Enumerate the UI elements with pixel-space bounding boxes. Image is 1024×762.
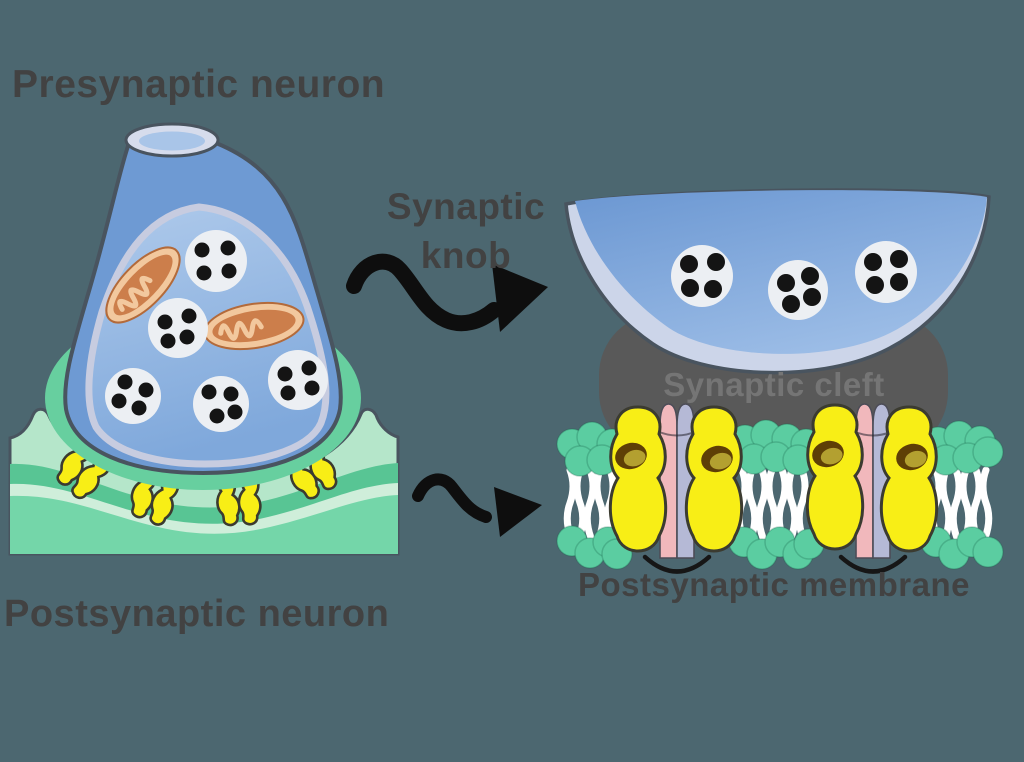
- synaptic-vesicle: [268, 350, 328, 410]
- synaptic-vesicle: [768, 260, 828, 320]
- knob-mouth-opening: [139, 131, 205, 151]
- channel-under-arc: [642, 554, 712, 574]
- receptor-binding-site: [812, 440, 844, 468]
- receptor-protein: [608, 405, 668, 553]
- synaptic-knob-flask: [63, 122, 343, 476]
- receptor-protein: [684, 405, 744, 553]
- receptor-binding-site: [896, 443, 928, 471]
- postsynaptic-neuron-label: Postsynaptic neuron: [4, 593, 390, 635]
- synaptic-vesicle: [855, 241, 917, 303]
- presynaptic-neuron-label: Presynaptic neuron: [12, 63, 386, 106]
- postsynaptic-membrane-label: Postsynaptic membrane: [578, 566, 970, 603]
- synaptic-vesicle: [185, 230, 247, 292]
- synaptic-knob-closeup: [564, 188, 991, 375]
- synaptic-vesicle: [105, 368, 161, 424]
- receptor-protein: [879, 405, 939, 553]
- synaptic-vesicle: [193, 376, 249, 432]
- receptor-protein: [805, 403, 865, 551]
- arrow-to-knob-detail: [346, 253, 548, 332]
- synaptic-vesicle: [671, 245, 733, 307]
- arrow-to-membrane-detail: [412, 473, 542, 537]
- receptor-binding-site: [701, 445, 733, 473]
- channel-under-arc: [838, 554, 908, 574]
- synaptic-vesicle: [148, 298, 208, 358]
- postsynaptic-membrane-bilayer: [556, 403, 1004, 574]
- phospholipid-heads: [556, 419, 1004, 570]
- synaptic-knob-label: Synaptic knob: [386, 186, 546, 276]
- synaptic-cleft-label: Synaptic cleft: [663, 366, 885, 403]
- mitochondrion: [105, 246, 181, 324]
- receptor-binding-site: [615, 442, 647, 470]
